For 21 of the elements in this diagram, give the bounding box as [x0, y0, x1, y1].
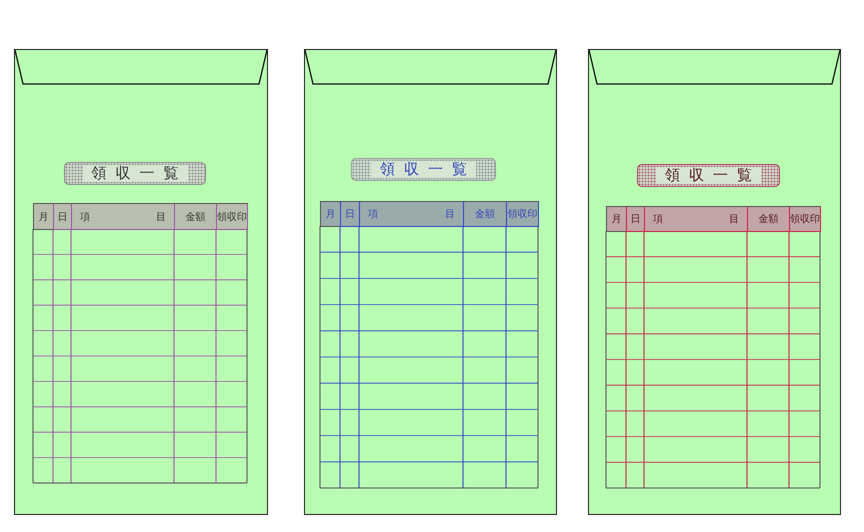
table-header-cell: 金額 [174, 203, 217, 230]
table-header-cell: 月 [320, 201, 341, 227]
table-header-cell: 日 [626, 206, 645, 232]
title-badge: 領収一覧 [64, 162, 206, 185]
title-badge: 領収一覧 [351, 158, 496, 181]
envelope [304, 49, 557, 515]
title-badge: 領収一覧 [637, 164, 780, 187]
table-header-cell: 金額 [463, 201, 507, 227]
table-header-cell: 月 [606, 206, 627, 232]
envelope [588, 49, 841, 515]
table-header-cell: 項目 [644, 206, 748, 232]
table-header-cell: 日 [340, 201, 360, 227]
table-header-cell: 日 [53, 203, 72, 230]
table-header-cell: 領収印 [789, 206, 821, 232]
table-header-cell: 月 [33, 203, 54, 230]
table-header-cell: 領収印 [216, 203, 248, 230]
envelope [14, 49, 268, 515]
table-header-cell: 領収印 [506, 201, 539, 227]
table-header-cell: 金額 [747, 206, 790, 232]
table-header-cell: 項目 [359, 201, 464, 227]
table-header-cell: 項目 [71, 203, 175, 230]
